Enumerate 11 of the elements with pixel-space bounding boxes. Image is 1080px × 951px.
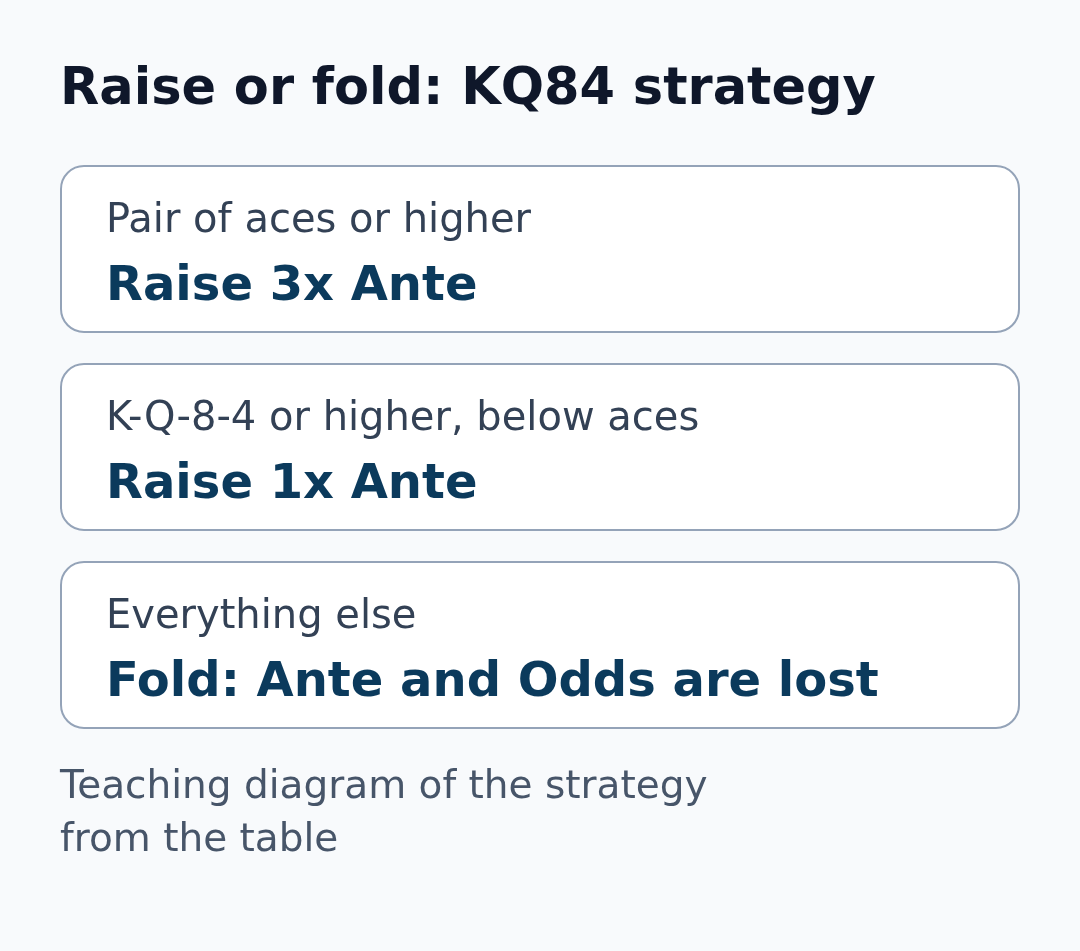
condition-text: Pair of aces or higher [106, 194, 531, 242]
action-text: Raise 3x Ante [106, 254, 478, 312]
diagram-title: Raise or fold: KQ84 strategy [60, 56, 876, 118]
caption: Teaching diagram of the strategy from the table [60, 761, 709, 862]
condition-text: K-Q-8-4 or higher, below aces [106, 392, 700, 440]
rule-card [60, 363, 1020, 531]
rule-card [60, 165, 1020, 333]
condition-text: Everything else [106, 590, 417, 638]
action-text: Raise 1x Ante [106, 452, 478, 510]
rule-card [60, 561, 1020, 729]
action-text: Fold: Ante and Odds are lost [106, 650, 879, 708]
